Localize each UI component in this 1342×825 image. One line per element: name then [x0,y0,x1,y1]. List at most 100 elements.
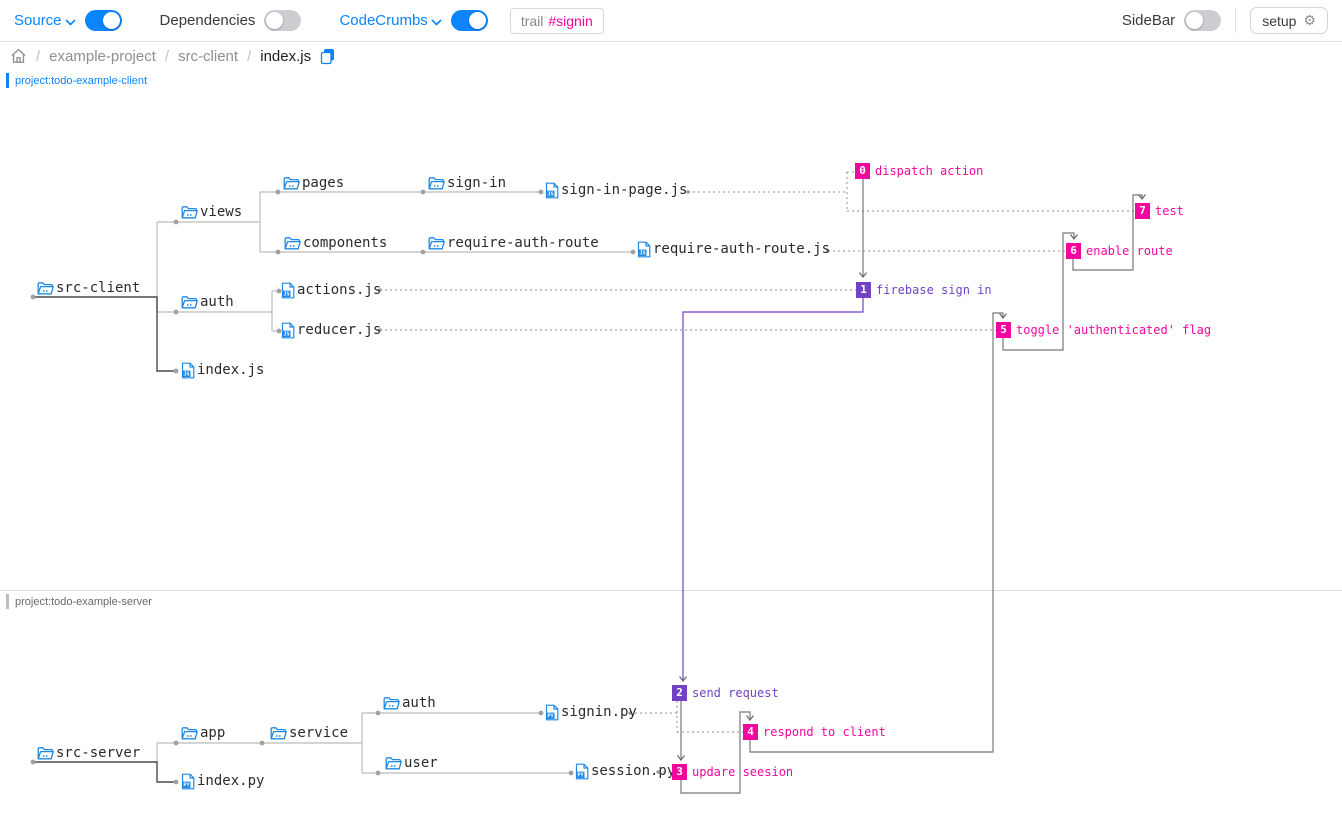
setup-button[interactable]: setup ⚙ [1250,7,1328,34]
connector-dot [568,770,574,776]
node-server-auth[interactable]: auth [383,694,436,712]
folder-icon [428,236,445,251]
node-label: components [303,235,388,251]
svg-text:JS: JS [639,250,645,256]
project-label-server: project:todo-example-server [6,594,152,609]
svg-text:PY: PY [577,772,584,778]
source-label[interactable]: Source [14,12,62,29]
project-label-text: project:todo-example-server [15,595,152,608]
chevron-down-icon[interactable] [431,18,442,26]
node-label: actions.js [297,282,382,298]
svg-text:PY: PY [183,782,190,788]
trail-label: trail [520,12,544,29]
node-label: signin.py [561,704,637,720]
breadcrumb-item-project[interactable]: example-project [49,47,156,65]
flow-edge [683,298,864,681]
folder-icon [270,726,287,741]
codecrumb-label: enable route [1086,244,1173,258]
py-file-icon: PY [575,763,589,780]
setup-label: setup [1262,12,1297,29]
codecrumb-number: 3 [672,764,687,780]
connector-dot [173,740,179,746]
codecrumb-number: 7 [1135,203,1150,219]
folder-icon [283,176,300,191]
source-toggle[interactable] [84,10,122,31]
node-app[interactable]: app [181,724,225,742]
folder-icon [181,205,198,220]
toggle-knob [102,12,120,29]
node-label: sign-in [447,175,507,191]
toggle-knob [266,12,284,29]
node-label: views [200,204,243,220]
folder-icon [37,746,54,761]
connector-dot [173,779,179,785]
codecrumbs-toggle[interactable] [450,10,488,31]
dependencies-control: Dependencies [160,10,302,31]
dependencies-toggle[interactable] [264,10,302,31]
toggle-knob [1186,12,1204,29]
folder-icon [284,236,301,251]
breadcrumb-item-file[interactable]: index.js [260,47,312,65]
node-label: auth [402,695,436,711]
node-service[interactable]: service [270,724,348,742]
trail-dot [656,770,660,774]
folder-icon [428,176,445,191]
connector-dot [276,288,282,294]
trail-dot [628,711,632,715]
node-label: app [200,725,226,741]
connector-dot [375,710,381,716]
copy-icon[interactable] [320,48,335,65]
codecrumb-number: 2 [672,685,687,701]
sidebar-label[interactable]: SideBar [1121,12,1176,29]
connector-dot [630,249,636,255]
connector-dot [538,189,544,195]
connector-dot [173,219,179,225]
project-label-client: project:todo-example-client [6,73,147,88]
py-file-icon: PY [545,704,559,721]
codecrumb-number: 5 [996,322,1011,338]
node-src-server[interactable]: src-server [37,744,140,762]
node-client-auth[interactable]: auth [181,293,234,311]
folder-icon [181,726,198,741]
chevron-down-icon[interactable] [64,18,76,26]
dependencies-label[interactable]: Dependencies [159,12,256,29]
node-src-client[interactable]: src-client [37,279,140,297]
connector-dot [538,710,544,716]
node-components[interactable]: components [284,234,387,252]
sidebar-toggle[interactable] [1184,10,1222,31]
trail-box[interactable]: trail #signin [509,7,604,34]
codecrumbs-label[interactable]: CodeCrumbs [339,12,428,29]
js-file-icon: JS [281,322,295,339]
codecrumb-label: test [1155,204,1184,218]
connector-dot [420,189,426,195]
breadcrumb-separator: / [164,47,170,65]
node-require-auth-route[interactable]: require-auth-route [428,234,599,252]
node-sign-in[interactable]: sign-in [428,174,506,192]
node-views[interactable]: views [181,203,242,221]
breadcrumb-item-folder[interactable]: src-client [178,47,239,65]
flow-edge [680,711,750,794]
node-label: auth [200,294,234,310]
node-user[interactable]: user [385,754,438,772]
home-icon[interactable] [10,48,27,64]
node-pages[interactable]: pages [283,174,344,192]
codecrumb-number: 0 [855,163,870,179]
codecrumb-7[interactable]: 7 test [1135,203,1184,219]
flow-edge [1002,232,1074,351]
